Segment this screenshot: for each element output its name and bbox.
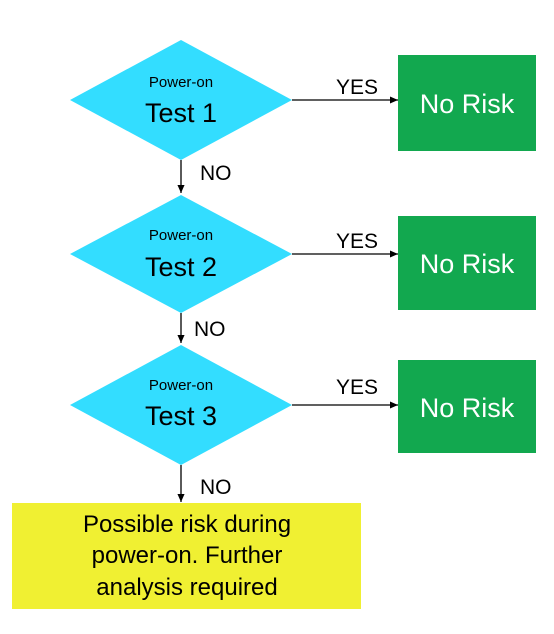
outcome-label-3: No Risk — [420, 393, 515, 423]
yes-label-3: YES — [336, 376, 378, 399]
final-further-analysis: Possible risk during power-on. Further a… — [12, 503, 361, 609]
decision-diamond-1 — [70, 40, 292, 160]
final-box — [12, 503, 361, 609]
final-text-line-2: power-on. Further — [92, 542, 283, 569]
yes-branch-1: YES — [292, 76, 398, 104]
outcome-label-2: No Risk — [420, 249, 515, 279]
decision-1-title: Test 1 — [145, 98, 217, 128]
decision-test-1: Power-on Test 1 — [70, 40, 292, 160]
outcome-no-risk-1: No Risk — [398, 55, 536, 151]
outcome-label-1: No Risk — [420, 89, 515, 119]
outcome-box-3 — [398, 360, 536, 453]
yes-label-1: YES — [336, 76, 378, 99]
no-branch-2: NO — [177, 313, 226, 343]
decision-test-2: Power-on Test 2 — [70, 195, 292, 313]
no-label-3: NO — [200, 476, 232, 499]
decision-1-caption: Power-on — [149, 74, 213, 91]
decision-2-caption: Power-on — [149, 227, 213, 244]
yes-label-2: YES — [336, 230, 378, 253]
decision-3-caption: Power-on — [149, 377, 213, 394]
no-label-1: NO — [200, 162, 232, 185]
final-text-line-3: analysis required — [96, 574, 277, 601]
decision-diamond-2 — [70, 195, 292, 313]
no-branch-1: NO — [177, 160, 232, 193]
no-branch-3: NO — [177, 465, 232, 502]
outcome-no-risk-3: No Risk — [398, 360, 536, 453]
outcome-no-risk-2: No Risk — [398, 216, 536, 310]
final-text-line-1: Possible risk during — [83, 511, 291, 538]
no-label-2: NO — [194, 318, 226, 341]
yes-branch-2: YES — [292, 230, 398, 258]
decision-test-3: Power-on Test 3 — [70, 345, 292, 465]
outcome-box-1 — [398, 55, 536, 151]
outcome-box-2 — [398, 216, 536, 310]
decision-3-title: Test 3 — [145, 401, 217, 431]
decision-diamond-3 — [70, 345, 292, 465]
yes-branch-3: YES — [292, 376, 398, 409]
decision-2-title: Test 2 — [145, 252, 217, 282]
